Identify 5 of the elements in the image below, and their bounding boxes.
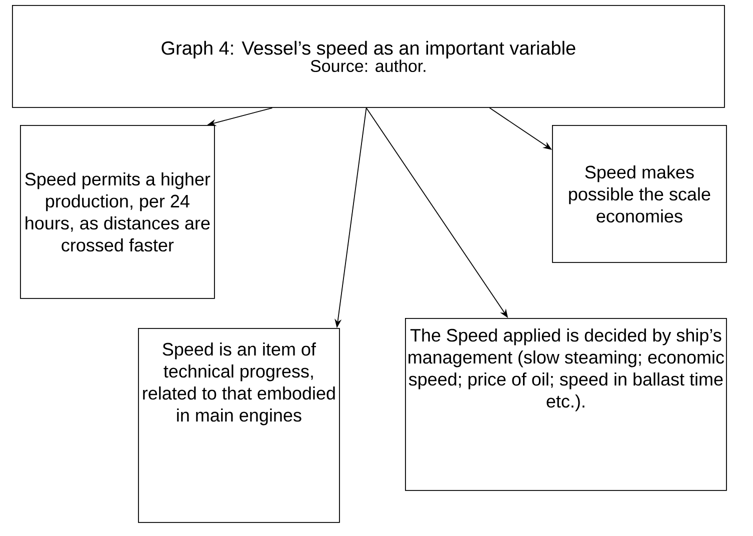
text-box: The Speed applied is decided by ship’s management (slow steaming; economic speed; price of oil; speed in ballast time etc.). [405, 318, 727, 491]
text-box: Speed permits a higher production, per 24 hours, as distances are crossed faster [20, 125, 215, 299]
text-box: Speed makes possible the scale economies [552, 125, 727, 263]
title-box: Graph 4: Vessel’s speed as an important variable Source: author. [12, 5, 725, 108]
text-box: Speed is an item of technical progress, related to that embodied in main engines [138, 328, 340, 523]
